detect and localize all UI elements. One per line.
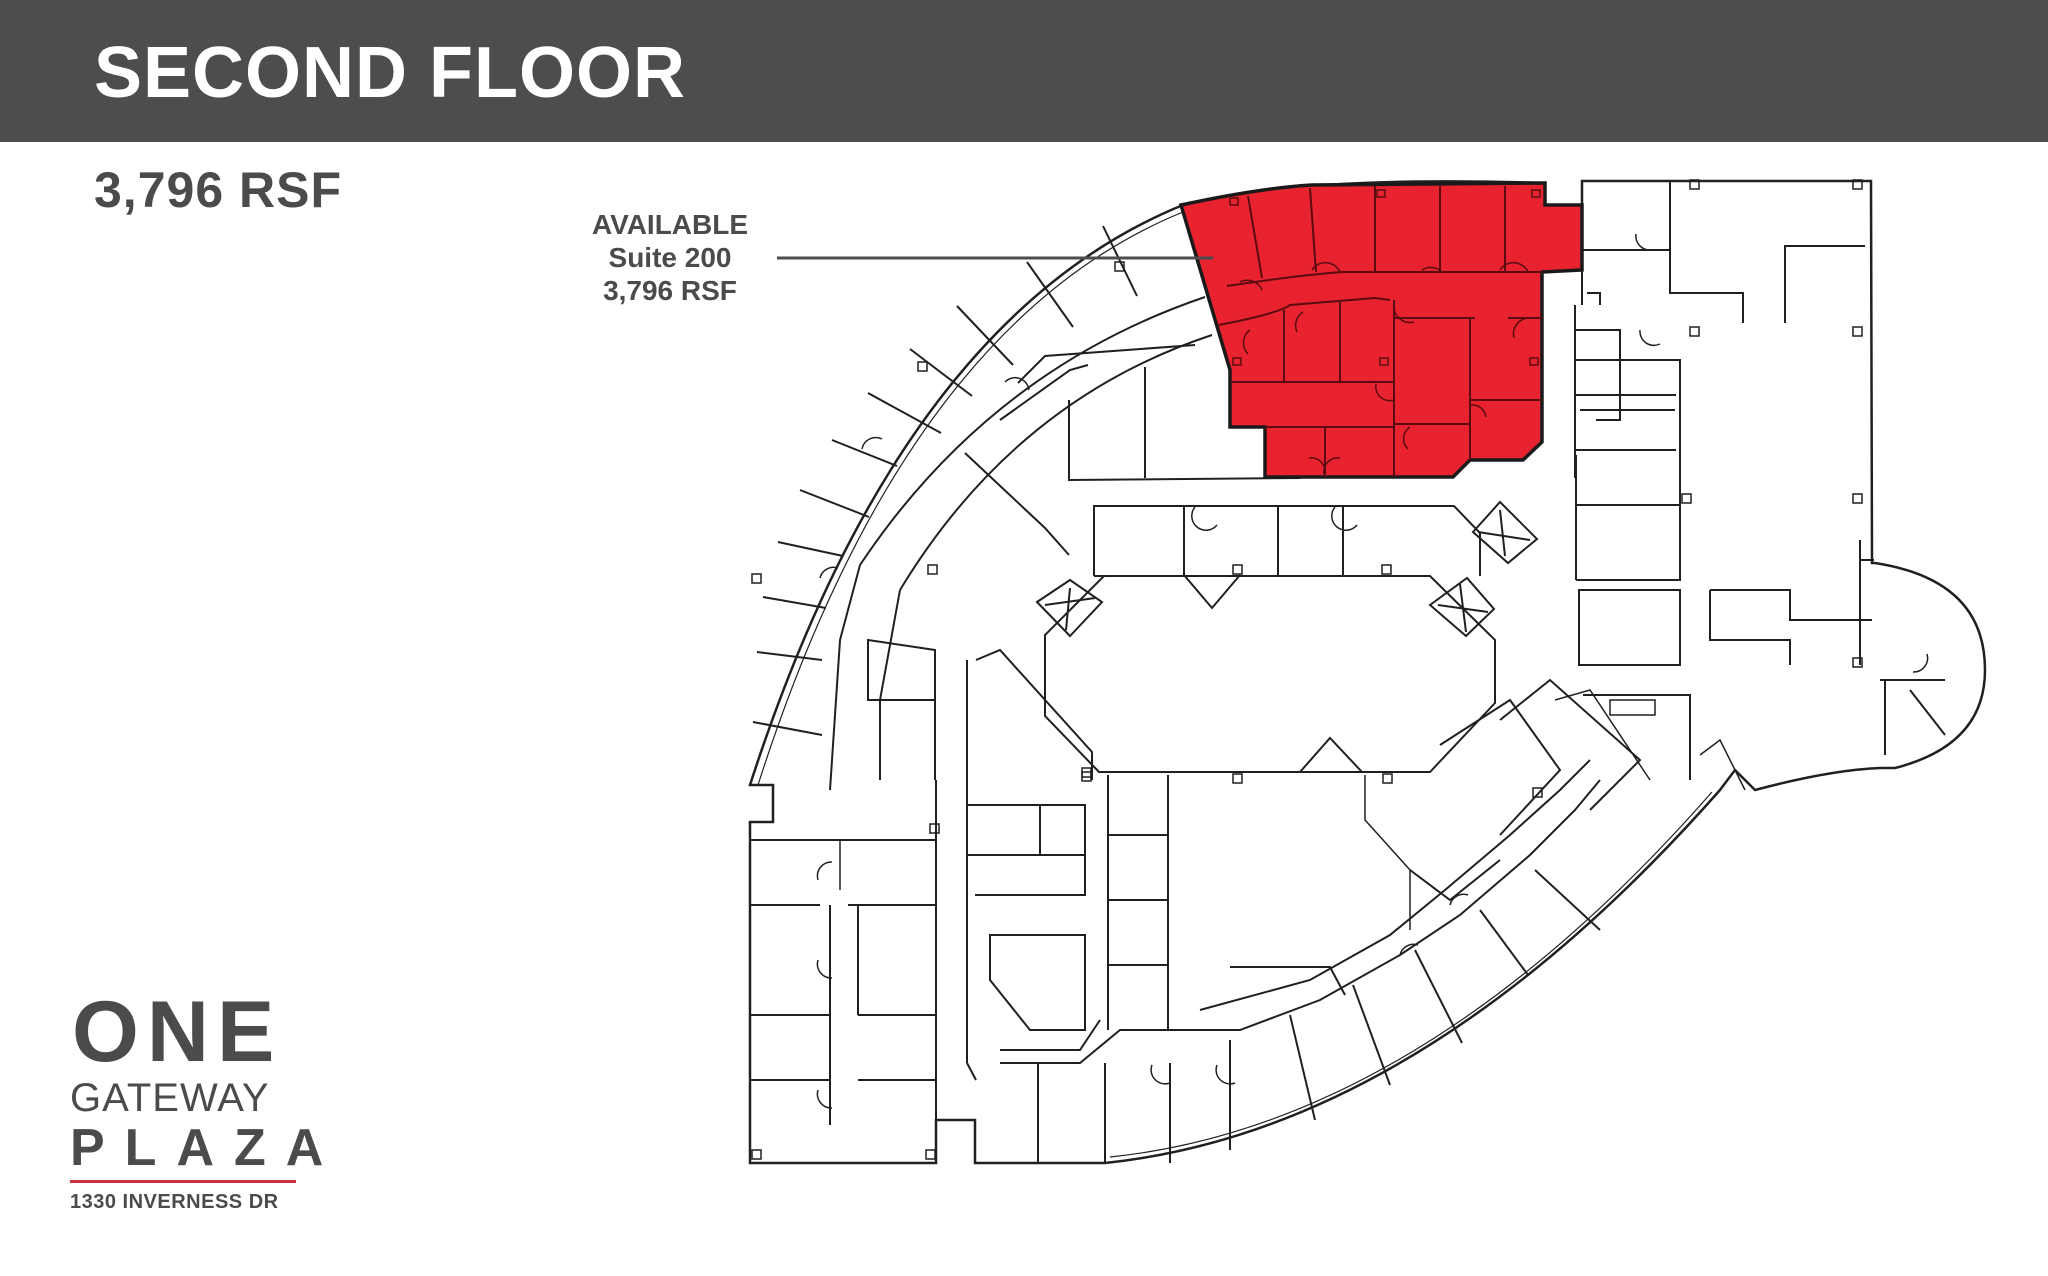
total-rsf: 3,796 RSF bbox=[94, 162, 343, 218]
callout-suite: Suite 200 bbox=[608, 242, 732, 273]
header-bar: SECOND FLOOR bbox=[0, 0, 2048, 142]
callout-area: 3,796 RSF bbox=[603, 275, 737, 306]
atrium bbox=[1044, 575, 1496, 773]
logo-line-one: ONE bbox=[72, 984, 283, 1080]
available-suite-area bbox=[1178, 181, 1584, 479]
building-outline bbox=[748, 179, 1987, 1165]
logo-line-gateway: GATEWAY bbox=[70, 1076, 270, 1120]
building-address: 1330 INVERNESS DR bbox=[70, 1191, 279, 1213]
logo-line-plaza: PLAZA bbox=[70, 1119, 344, 1177]
callout-status: AVAILABLE bbox=[591, 209, 749, 240]
elevator-east bbox=[1428, 576, 1496, 638]
logo-divider bbox=[70, 1180, 296, 1183]
elevator-northeast bbox=[1471, 500, 1539, 565]
suite-callout: AVAILABLE Suite 200 3,796 RSF bbox=[560, 208, 780, 307]
page-title: SECOND FLOOR bbox=[94, 33, 687, 113]
building-logo: ONE GATEWAY PLAZA 1330 INVERNESS DR bbox=[70, 984, 344, 1215]
elevator-west bbox=[1035, 578, 1104, 638]
suite-200-highlight bbox=[1178, 181, 1584, 479]
